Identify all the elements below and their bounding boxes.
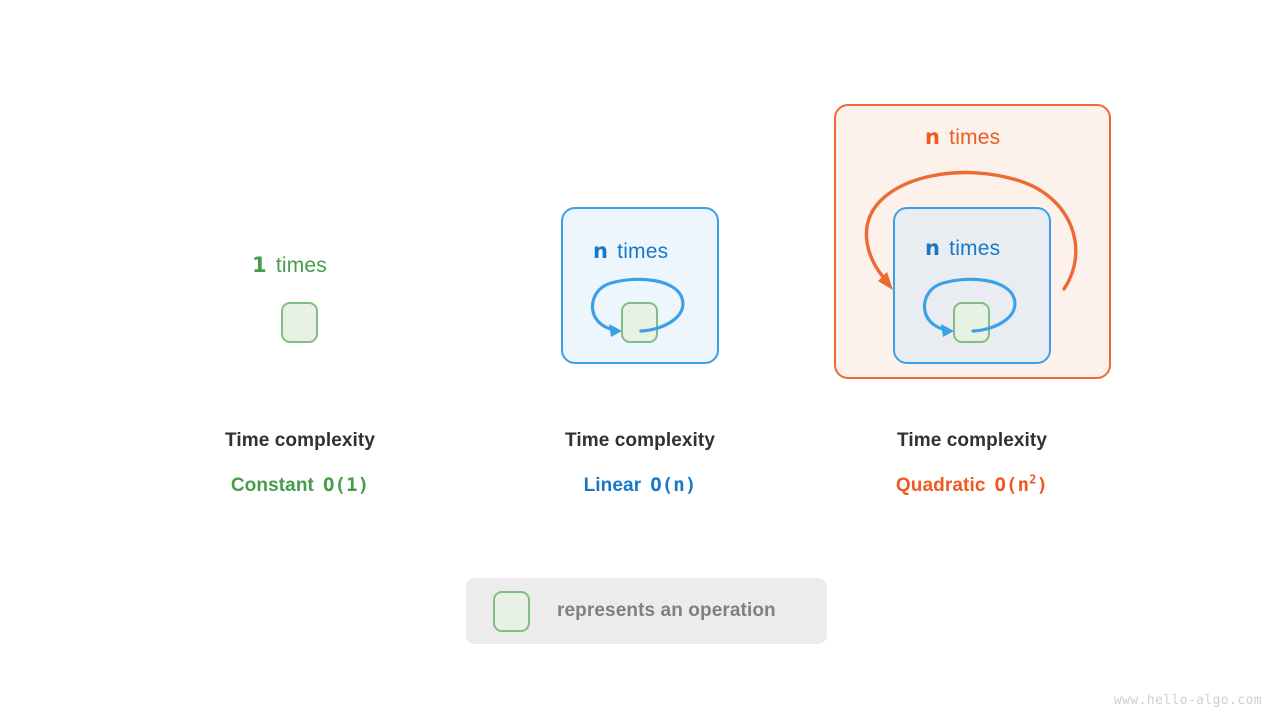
complexity-name-constant: Constant: [230, 475, 314, 496]
complexity-exponent: 2: [1029, 472, 1037, 487]
linear-loop-word: times: [617, 240, 669, 263]
operation-box-constant: [281, 302, 318, 343]
legend-label: represents an operation: [557, 600, 776, 621]
watermark: www.hello-algo.com: [1113, 693, 1262, 708]
caption-value-quadratic: Quadratic O(n2): [896, 474, 1048, 497]
quadratic-inner-loop-count: n: [925, 236, 941, 260]
constant-loop-label: 1 times: [252, 253, 327, 278]
caption-title-constant: Time complexity: [224, 430, 376, 451]
linear-loop-count: n: [593, 239, 609, 263]
complexity-notation-prefix: O(n: [994, 474, 1030, 496]
caption-constant: Time complexity Constant O(1): [225, 430, 375, 497]
complexity-notation-suffix: ): [1036, 474, 1049, 496]
caption-quadratic: Time complexity Quadratic O(n2): [896, 430, 1048, 497]
legend: represents an operation: [466, 578, 827, 644]
complexity-name-quadratic: Quadratic: [895, 475, 986, 496]
legend-operation-swatch: [493, 590, 530, 632]
complexity-notation-linear: O(n): [650, 474, 697, 496]
quadratic-outer-loop-count: n: [925, 125, 941, 149]
complexity-notation-quadratic: O(n2): [995, 474, 1049, 496]
quadratic-inner-loop-word: times: [949, 237, 1001, 260]
constant-loop-word: times: [275, 254, 327, 277]
caption-title-linear: Time complexity: [564, 430, 716, 451]
quadratic-outer-loop-word: times: [949, 126, 1001, 149]
caption-value-constant: Constant O(1): [225, 474, 375, 497]
operation-box-linear: [621, 302, 658, 343]
operation-box-quadratic: [953, 302, 990, 343]
constant-loop-count: 1: [252, 253, 267, 277]
caption-value-linear: Linear O(n): [565, 474, 715, 497]
caption-title-quadratic: Time complexity: [896, 430, 1048, 451]
complexity-notation-constant: O(1): [322, 474, 370, 496]
complexity-name-linear: Linear: [583, 475, 642, 496]
caption-linear: Time complexity Linear O(n): [565, 430, 715, 497]
